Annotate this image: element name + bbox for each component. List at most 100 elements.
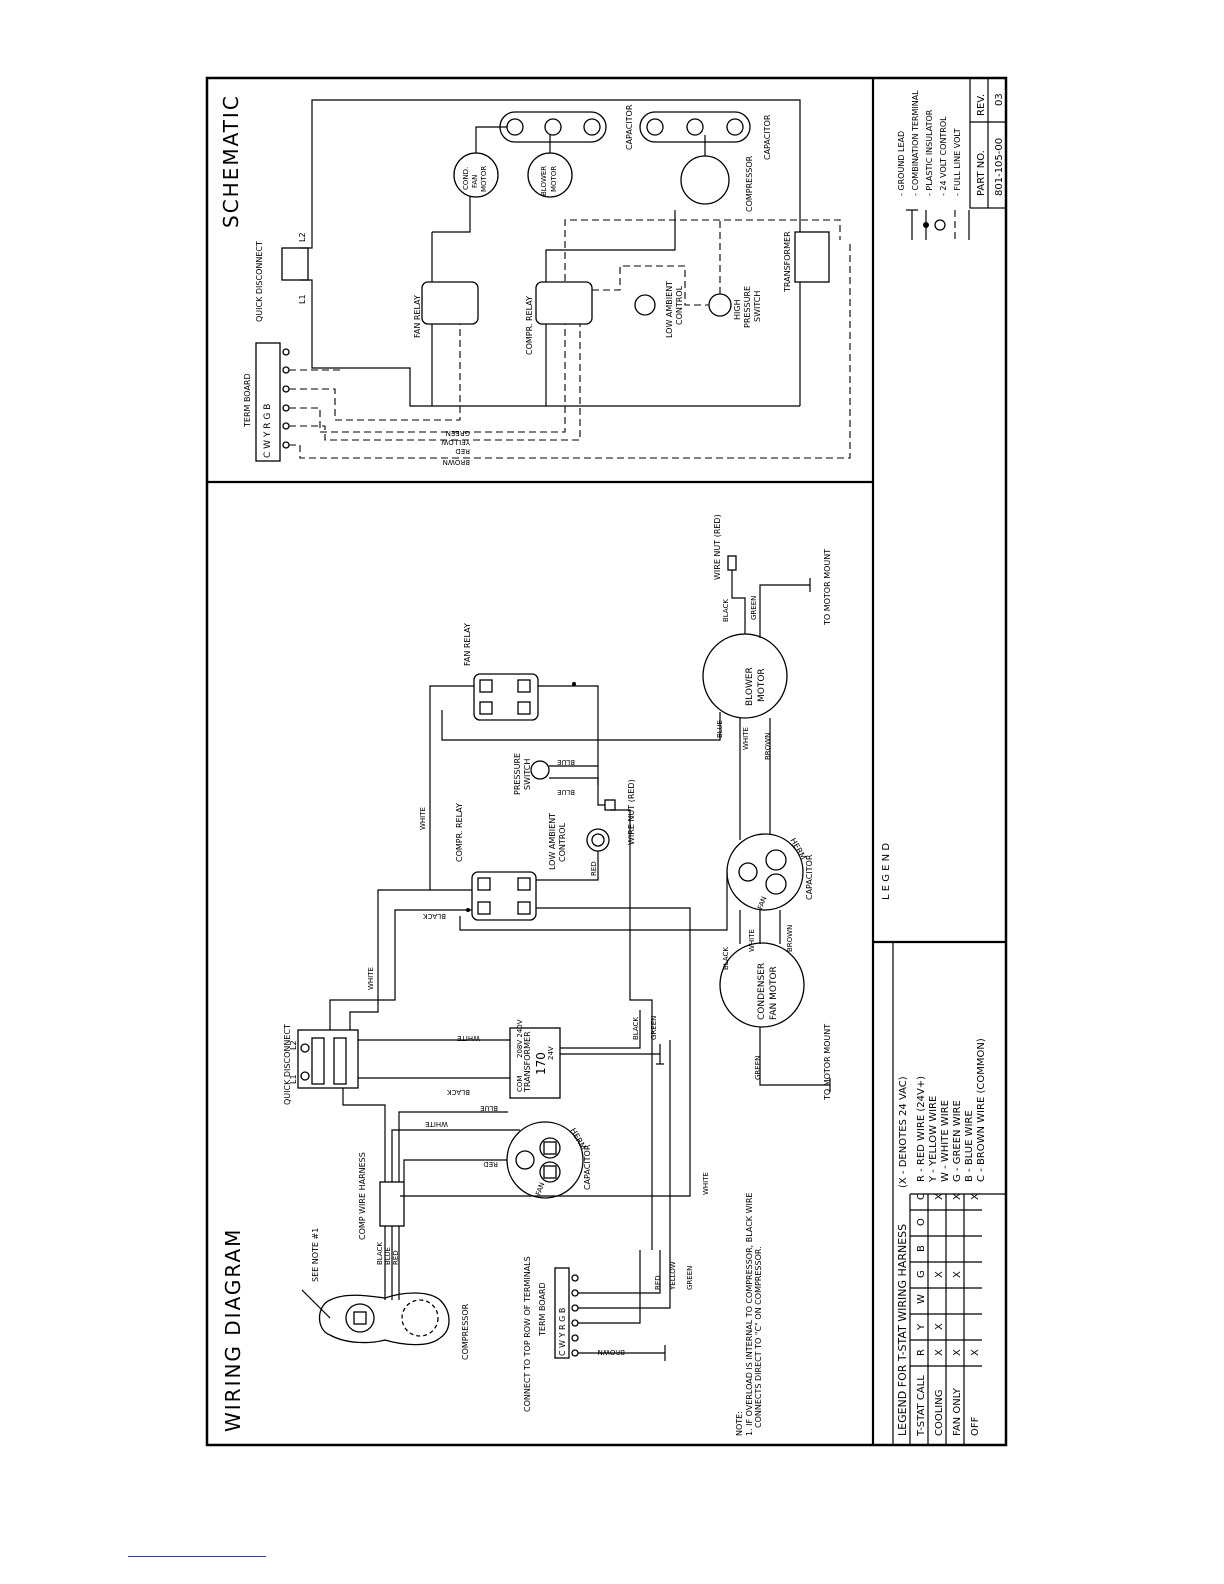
schematic-capacitor-2 (639, 111, 751, 143)
tstat-header-c: C (916, 1193, 927, 1200)
legend-strip: L E G E N D - GROUND LEAD - COMBINATION … (881, 77, 1007, 900)
schematic-control-label: CONTROL (675, 285, 684, 325)
legend-item-5: - FULL LINE VOLT (953, 128, 962, 196)
wire-nut-1 (604, 799, 616, 811)
wire-white-label-7: WHITE (748, 929, 756, 952)
schematic-green: GREEN (446, 429, 470, 437)
wire-blue-label-1: BLUE (480, 1104, 498, 1112)
pressure-switch (530, 760, 550, 780)
tstat-title: LEGEND FOR T-STAT WIRING HARNESS (896, 1224, 909, 1436)
schematic-low-ambient-label: LOW AMBIENT (665, 281, 674, 338)
wire-nut-2 (727, 555, 737, 571)
compressor-symbol (301, 1289, 450, 1346)
wire-black-label-4: BLACK (423, 912, 446, 920)
schematic-switch: SWITCH (753, 291, 762, 322)
schematic-fan-relay (421, 281, 479, 325)
schematic-yellow: YELLOW (441, 438, 471, 446)
blower-label-2: MOTOR (757, 668, 767, 702)
tstat-cell: X (970, 1349, 981, 1356)
tstat-cell: X (934, 1193, 945, 1200)
blower-label-1: BLOWER (745, 667, 755, 706)
tstat-row-off: OFF (970, 1416, 981, 1436)
wire-black-label-5: BLACK (722, 599, 730, 622)
schematic-red: RED (455, 447, 470, 455)
schematic-compressor (680, 155, 730, 205)
wire-black-label-6: BLACK (722, 947, 730, 970)
schematic-pressure: PRESSURE (743, 286, 752, 328)
transformer-voltage: 208V 240V (516, 1019, 524, 1058)
transformer-24v: 24V (547, 1046, 555, 1060)
wire-brown-label-1: BROWN (764, 733, 772, 760)
schematic-cond-1: COND. (462, 167, 470, 190)
tstat-legend: LEGEND FOR T-STAT WIRING HARNESS (X - DE… (896, 1038, 1006, 1445)
tstat-header-r: R (916, 1349, 927, 1356)
condenser-fan-motor (719, 942, 805, 1028)
tstat-code-w: W - WHITE WIRE (940, 1100, 951, 1182)
schematic-cond-2: FAN (471, 175, 479, 188)
wire-white-label-3: WHITE (367, 967, 375, 990)
tstat-cell: X (952, 1193, 963, 1200)
motor-mount-label-1: TO MOTOR MOUNT (823, 549, 832, 626)
wire-white-label-2: WHITE (457, 1034, 480, 1042)
capacitor-1 (506, 1121, 584, 1199)
wire-green-label-4: GREEN (686, 1266, 694, 1290)
wire-red-label-3: RED (654, 1275, 662, 1290)
wire-red-label-1: RED (483, 1160, 498, 1168)
rev-label: REV. (976, 94, 987, 116)
legend-item-4: - 24 VOLT CONTROL (939, 116, 948, 196)
tstat-code-y: Y - YELLOW WIRE (928, 1096, 939, 1183)
schematic-transformer-label: TRANSFORMER (783, 231, 792, 293)
capacitor-2-label: CAPACITOR (805, 854, 814, 900)
schematic-capacitor-2-label: CAPACITOR (763, 114, 772, 160)
tstat-header-w: W (916, 1294, 927, 1304)
low-ambient-label: LOW AMBIENT (548, 813, 557, 870)
transformer-number: 170 (534, 1052, 548, 1075)
compr-relay-wiring (471, 871, 537, 921)
schematic-capacitor-1 (499, 111, 607, 143)
wire-brown-label-2: BROWN (786, 925, 794, 952)
terminals-label: C W Y R G B (558, 1308, 567, 1356)
tstat-cell: X (934, 1349, 945, 1356)
tstat-code-r: R - RED WIRE (24V+) (916, 1076, 927, 1182)
quick-disconnect-wiring (297, 1029, 359, 1089)
footer-link-line (128, 1556, 266, 1557)
fan-relay-wiring (473, 673, 539, 721)
wire-brown-label-3: BROWN (598, 1348, 625, 1356)
schematic-blower-1: BLOWER (540, 166, 548, 196)
schematic-terminals: C W Y R G B (263, 404, 273, 458)
compr-relay-label: COMPR. RELAY (455, 803, 464, 862)
tstat-header-b: B (916, 1245, 927, 1252)
motor-mount-label-2: TO MOTOR MOUNT (823, 1024, 832, 1101)
schematic-brown: BROWN (443, 458, 470, 466)
schematic-compr-relay (535, 281, 593, 325)
legend-item-2: - COMBINATION TERMINAL (911, 90, 920, 196)
schematic-compr-relay-label: COMPR. RELAY (525, 296, 534, 355)
tstat-subtitle: (X - DENOTES 24 VAC) (898, 1076, 909, 1188)
cond-label-1: CONDENSER (757, 963, 767, 1020)
schematic-l2: L2 (298, 232, 307, 242)
qd-l2: L2 (289, 1040, 298, 1050)
schematic-capacitor-1-label: CAPACITOR (625, 104, 634, 150)
legend-title: L E G E N D (881, 843, 892, 900)
schematic-term-board (255, 342, 281, 462)
schematic-low-ambient (634, 294, 656, 316)
svg-text:SCHEMATIC: SCHEMATIC (219, 94, 243, 228)
capacitor-1-label: CAPACITOR (583, 1144, 592, 1190)
schematic-compressor-label: COMPRESSOR (745, 155, 754, 212)
cond-label-2: FAN MOTOR (769, 966, 779, 1020)
tstat-header-g: G (916, 1270, 927, 1278)
note-line-1: 1. IF OVERLOAD IS INTERNAL TO COMPRESSOR… (745, 1193, 754, 1436)
schematic-high: HIGH (733, 299, 742, 320)
schematic-quick-disconnect (281, 247, 309, 281)
tstat-row-cooling: COOLING (934, 1390, 945, 1436)
harness-red-label: RED (392, 1250, 400, 1265)
legend-item-3: - PLASTIC INSULATOR (925, 109, 934, 196)
wire-white-label-1: WHITE (425, 1120, 448, 1128)
control-label: CONTROL (558, 822, 567, 862)
tstat-row-fan-only: FAN ONLY (952, 1387, 963, 1436)
see-note-label: SEE NOTE #1 (311, 1228, 320, 1282)
schematic-qd-label: QUICK DISCONNECT (255, 241, 264, 322)
wire-green-label-3: GREEN (754, 1056, 762, 1080)
wire-black-label-2: BLACK (447, 1088, 470, 1096)
schematic-high-pressure-switch (708, 293, 732, 317)
